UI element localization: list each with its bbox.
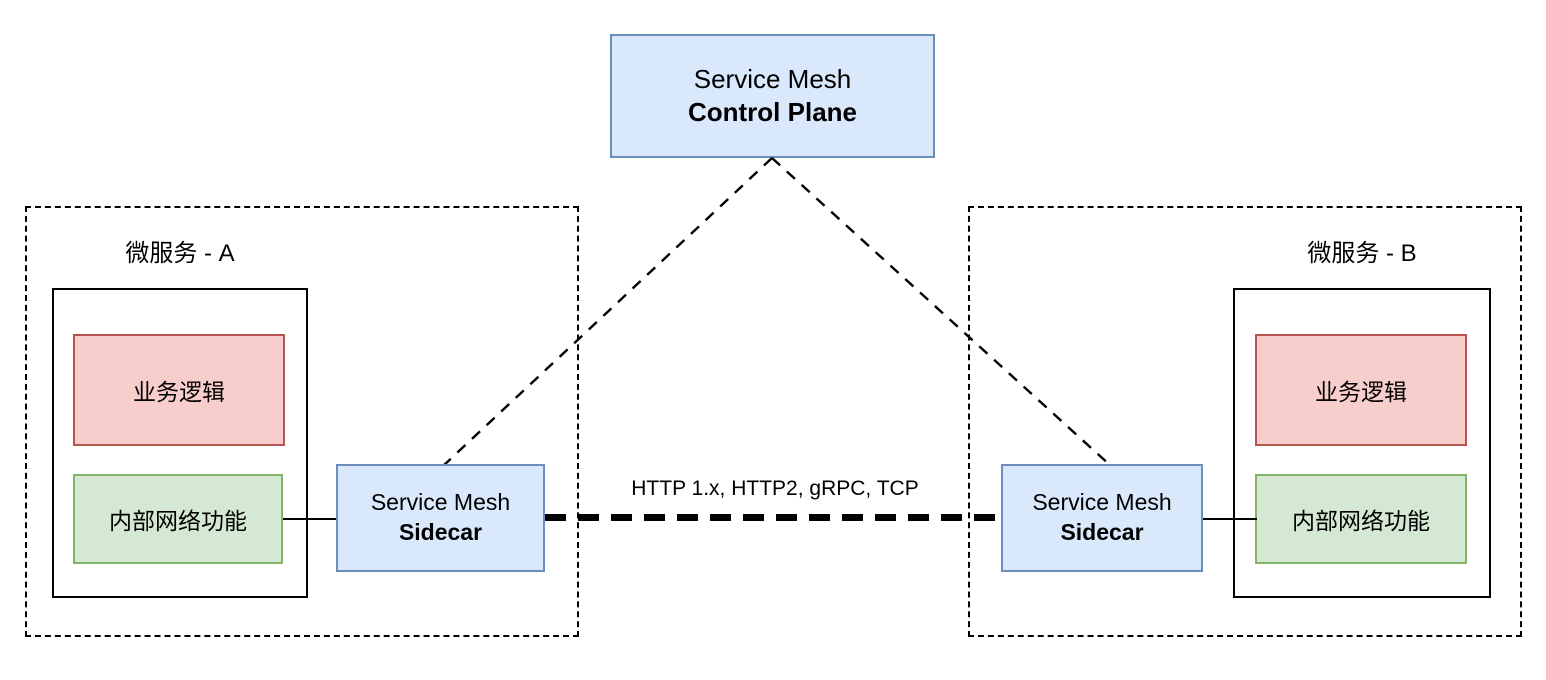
microservice-a-network-function-label: 内部网络功能 <box>109 508 247 534</box>
microservice-a-sidecar-line2: Sidecar <box>398 519 483 545</box>
control-plane-line2: Control Plane <box>687 97 857 127</box>
microservice-b-sidecar-box[interactable]: Service Mesh Sidecar <box>1001 464 1203 572</box>
control-plane-line1: Service Mesh <box>693 63 852 94</box>
microservice-a-sidecar-box[interactable]: Service Mesh Sidecar <box>336 464 545 572</box>
microservice-a-net-to-sidecar-connector <box>283 518 338 520</box>
control-plane-box[interactable]: Service Mesh Control Plane <box>610 34 935 158</box>
microservice-b-sidecar-line1: Service Mesh <box>1032 489 1172 516</box>
microservice-b-sidecar-line2: Sidecar <box>1060 519 1144 545</box>
microservice-b-business-logic-box[interactable]: 业务逻辑 <box>1255 334 1467 446</box>
protocol-link-label: HTTP 1.x, HTTP2, gRPC, TCP <box>631 477 919 500</box>
microservice-a-title: 微服务 - A <box>125 240 235 267</box>
microservice-b-network-function-box[interactable]: 内部网络功能 <box>1255 474 1467 564</box>
microservice-b-net-to-sidecar-connector <box>1202 518 1257 520</box>
sidecar-to-sidecar-link <box>545 514 1002 521</box>
microservice-a-business-logic-label: 业务逻辑 <box>133 379 225 405</box>
microservice-a-sidecar-line1: Service Mesh <box>370 489 511 516</box>
microservice-a-network-function-box[interactable]: 内部网络功能 <box>73 474 283 564</box>
microservice-b-title: 微服务 - B <box>1307 240 1417 267</box>
microservice-b-network-function-label: 内部网络功能 <box>1292 508 1430 534</box>
microservice-b-business-logic-label: 业务逻辑 <box>1315 379 1407 405</box>
microservice-a-business-logic-box[interactable]: 业务逻辑 <box>73 334 285 446</box>
